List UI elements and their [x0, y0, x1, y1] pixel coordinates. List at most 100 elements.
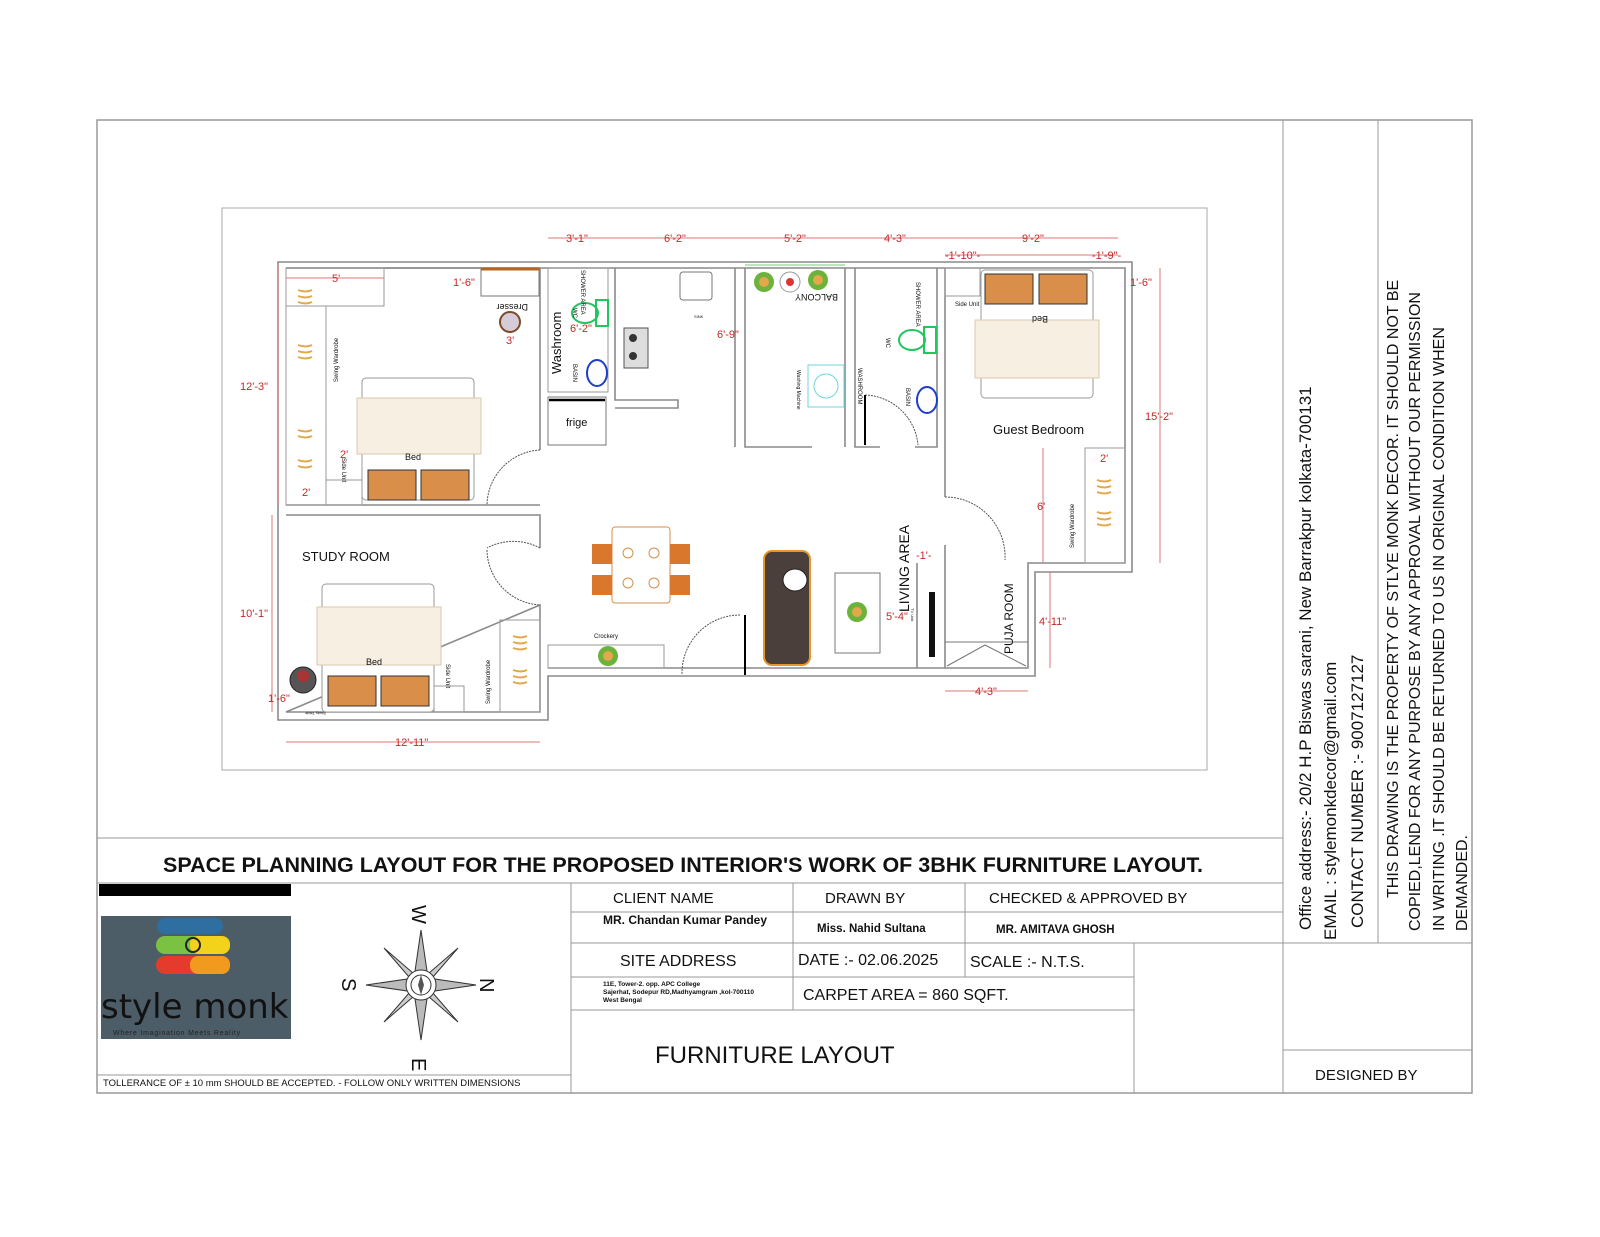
- dimension-label: 1'-6": [268, 693, 290, 705]
- compass-s: S: [337, 978, 359, 991]
- master-bed[interactable]: [356, 377, 482, 501]
- dresser[interactable]: [480, 267, 540, 297]
- sheet-title: FURNITURE LAYOUT: [655, 1042, 895, 1069]
- wardrobe-niche: [285, 267, 385, 307]
- plant-icon: [754, 272, 774, 292]
- wardrobe-hangers-icon: [297, 289, 1112, 685]
- room-labels: Washroom Guest Bedroom STUDY ROOM LIVING…: [302, 292, 1084, 654]
- washing-machine[interactable]: [807, 364, 845, 408]
- client-name: MR. Chandan Kumar Pandey: [603, 913, 767, 927]
- label-swing-wardrobe: Swing Wardrobe: [1070, 503, 1076, 548]
- contact-number: CONTACT NUMBER :- 9007127127: [1348, 655, 1367, 928]
- label-wc: WC: [884, 338, 890, 349]
- site-address-label: SITE ADDRESS: [620, 953, 736, 970]
- label-side-unit: Side Unit: [340, 458, 346, 483]
- dimension-label: 2': [302, 487, 310, 499]
- washroom2-walls: [854, 268, 938, 448]
- washroom-walls: [547, 267, 609, 393]
- carpet-area: CARPET AREA = 860 SQFT.: [803, 987, 1009, 1004]
- copyright-notice: COPIED,LEND FOR ANY PURPOSE BY ANY APPRO…: [1407, 292, 1424, 931]
- sofa[interactable]: [763, 550, 811, 666]
- label-crockery: Crockery: [594, 634, 618, 640]
- plant-icon: [808, 270, 828, 290]
- study-bed[interactable]: [316, 583, 442, 713]
- scale: SCALE :- N.T.S.: [970, 954, 1085, 971]
- swing-wardrobe[interactable]: [1084, 447, 1126, 564]
- label-basin: BASIN: [904, 388, 910, 406]
- dimension-label: 4'-3": [975, 686, 997, 698]
- entrance-door[interactable]: [681, 614, 741, 675]
- label-basin: BASIN: [571, 364, 577, 382]
- dimension-label: -1'-9"-: [1092, 250, 1122, 262]
- inner-wall: [286, 267, 1126, 669]
- dimension-label: 6'-9": [717, 329, 739, 341]
- side-unit[interactable]: [433, 685, 465, 713]
- drawn-by-value: Miss. Nahid Sultana: [817, 923, 926, 935]
- label-swing-wardrobe: Swing Wardrobe: [486, 659, 492, 704]
- side-unit[interactable]: [944, 267, 981, 297]
- compass-e: E: [407, 1058, 429, 1071]
- sink[interactable]: [679, 271, 713, 301]
- hob[interactable]: [623, 327, 649, 369]
- label-bed-guest: Bed: [1032, 314, 1048, 324]
- label-fridge: frige: [566, 417, 587, 429]
- puja-room-walls: [916, 563, 946, 668]
- dimension-label: 3': [506, 335, 514, 347]
- crockery-unit[interactable]: [547, 644, 665, 669]
- client-name-label: CLIENT NAME: [613, 890, 714, 907]
- fridge[interactable]: [547, 396, 607, 446]
- checked-by-value: MR. AMITAVA GHOSH: [996, 924, 1115, 936]
- drawn-by-label: DRAWN BY: [825, 890, 905, 907]
- cushion: [782, 568, 808, 592]
- dimension-label: 15'-2": [1145, 411, 1173, 423]
- label-side-unit: Side Unit: [955, 302, 980, 308]
- swing-wardrobe[interactable]: [499, 619, 541, 713]
- dining-table[interactable]: [592, 526, 690, 604]
- dimension-label: 6'-2": [570, 323, 592, 335]
- dimension-labels: 3'-1" 6'-2" 5'-2" 4'-3" 9'-2" -1'-10"- -…: [240, 233, 1173, 749]
- compass-rose-icon: [365, 929, 477, 1041]
- dimension-label: 4'-3": [884, 233, 906, 245]
- plan-frame: [221, 207, 1208, 771]
- tolerance-note: TOLLERANCE OF ± 10 mm SHOULD BE ACCEPTED…: [103, 1078, 520, 1089]
- wc-icon: [898, 326, 937, 354]
- kitchen-walls: [614, 268, 736, 447]
- swing-wardrobe: [285, 305, 327, 506]
- plant-icon: [847, 602, 867, 622]
- room-label-washroom2: WASHROOM: [856, 368, 862, 404]
- dimension-label: 6'-2": [664, 233, 686, 245]
- site-address: West Bengal: [603, 997, 642, 1004]
- dimension-label: -1'-10"-: [945, 250, 981, 262]
- dimension-label: 10'-1": [240, 608, 268, 620]
- balcony-walls: [744, 268, 846, 448]
- label-side-unit: Side Unit: [444, 664, 450, 689]
- door[interactable]: [486, 540, 541, 606]
- label-study-table: Study Table: [304, 711, 326, 716]
- dimension-label: 6': [1037, 501, 1045, 513]
- sheet-border: [96, 119, 1473, 1094]
- dimension-label: 4'-11": [1039, 616, 1066, 628]
- guest-bed[interactable]: [974, 269, 1100, 399]
- dimension-lines: [271, 237, 1161, 743]
- dimension-label: 5': [332, 273, 340, 285]
- dimension-label: 12'-11": [395, 737, 428, 749]
- compass-w: W: [407, 905, 429, 924]
- designed-by-label: DESIGNED BY: [1315, 1067, 1418, 1084]
- dresser-stool[interactable]: [499, 311, 521, 333]
- logo-tagline: Where Imagination Meets Reality: [113, 1030, 241, 1037]
- label-dresser: Dresser: [496, 302, 528, 312]
- side-unit[interactable]: [325, 479, 363, 506]
- master-bedroom-walls: [285, 267, 541, 713]
- checked-label: CHECKED & APPROVED BY: [989, 890, 1187, 907]
- room-label-washroom: Washroom: [549, 312, 564, 374]
- style-monk-logo: style monk Where Imagination Meets Reali…: [99, 884, 291, 1039]
- tv-unit[interactable]: [929, 592, 935, 657]
- dimension-label: 5'-4": [886, 611, 908, 623]
- office-address: Office address:- 20/2 H.P Biswas sarani,…: [1296, 386, 1315, 930]
- label-shower-area: SHOWER AREA: [579, 270, 585, 315]
- plant-icon: [598, 646, 618, 666]
- door[interactable]: [486, 449, 541, 506]
- center-table[interactable]: [834, 572, 881, 654]
- email[interactable]: EMAIL : stylemonkdecor@gmail.com: [1321, 662, 1340, 940]
